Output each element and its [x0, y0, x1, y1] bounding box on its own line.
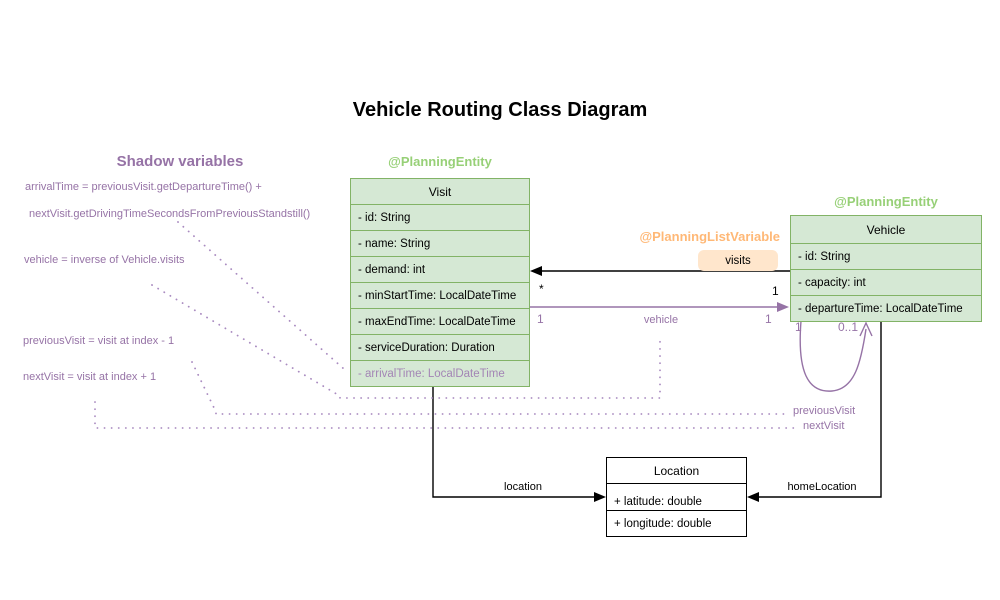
visits-edge [530, 266, 790, 276]
next-visit-label: nextVisit [803, 420, 845, 432]
shadow-line-vehicle: vehicle = inverse of Vehicle.visits [24, 254, 185, 266]
planning-list-variable-annotation: @PlanningListVariable [639, 229, 780, 244]
previous-visit-connector [191, 361, 789, 415]
visit-class: Visit - id: String - name: String - dema… [350, 178, 530, 387]
visit-field-arrival-time: - arrivalTime: LocalDateTime [351, 360, 529, 386]
shadow-variables-heading: Shadow variables [116, 153, 244, 170]
previous-visit-label: previousVisit [793, 405, 856, 417]
home-location-edge-label: homeLocation [787, 481, 857, 493]
page-title: Vehicle Routing Class Diagram [352, 99, 648, 121]
visit-field-demand: - demand: int [351, 256, 529, 282]
location-class: Location + latitude: double + longitude:… [606, 457, 747, 537]
shadow-line-arrival-time-2: nextVisit.getDrivingTimeSecondsFromPrevi… [29, 208, 311, 220]
vehicle-field-capacity: - capacity: int [791, 269, 981, 295]
visit-class-title: Visit [428, 184, 452, 199]
visit-field-min-start-time: - minStartTime: LocalDateTime [351, 282, 529, 308]
visit-field-id: - id: String [351, 204, 529, 230]
vehicle-edge [530, 302, 789, 312]
location-field-longitude: + longitude: double [607, 510, 746, 536]
loop-multiplicity-zero-one: 0..1 [838, 320, 859, 334]
loop-multiplicity-one: 1 [795, 320, 802, 334]
shadow-connectors [94, 221, 799, 429]
vehicle-planning-entity-annotation: @PlanningEntity [834, 194, 938, 209]
location-edge [432, 386, 606, 502]
visit-field-service-duration: - serviceDuration: Duration [351, 334, 529, 360]
vehicle-multiplicity-right: 1 [765, 312, 772, 326]
vehicle-edge-label: vehicle [643, 314, 679, 326]
vehicle-class: Vehicle - id: String - capacity: int - d… [790, 215, 982, 322]
location-class-title: Location [653, 463, 700, 478]
arrival-time-connector [177, 221, 345, 370]
vehicle-connector [151, 284, 661, 399]
location-edge-label: location [504, 481, 542, 493]
visit-field-name: - name: String [351, 230, 529, 256]
shadow-line-previous-visit: previousVisit = visit at index - 1 [23, 335, 175, 347]
vehicle-multiplicity-left: 1 [537, 312, 544, 326]
visit-field-max-end-time: - maxEndTime: LocalDateTime [351, 308, 529, 334]
vehicle-field-departure-time: - departureTime: LocalDateTime [791, 295, 981, 321]
visits-badge: visits [698, 250, 778, 271]
visit-planning-entity-annotation: @PlanningEntity [388, 154, 492, 169]
visits-multiplicity-star: * [539, 282, 544, 296]
visits-multiplicity-one: 1 [772, 284, 779, 298]
vehicle-class-title: Vehicle [866, 222, 906, 237]
vehicle-field-id: - id: String [791, 243, 981, 269]
location-field-latitude: + latitude: double [607, 483, 746, 510]
shadow-line-arrival-time-1: arrivalTime = previousVisit.getDeparture… [25, 181, 262, 193]
vehicle-self-loop-edge [799, 320, 873, 392]
home-location-edge [747, 320, 882, 502]
next-visit-connector [94, 401, 799, 429]
shadow-line-next-visit: nextVisit = visit at index + 1 [23, 371, 157, 383]
